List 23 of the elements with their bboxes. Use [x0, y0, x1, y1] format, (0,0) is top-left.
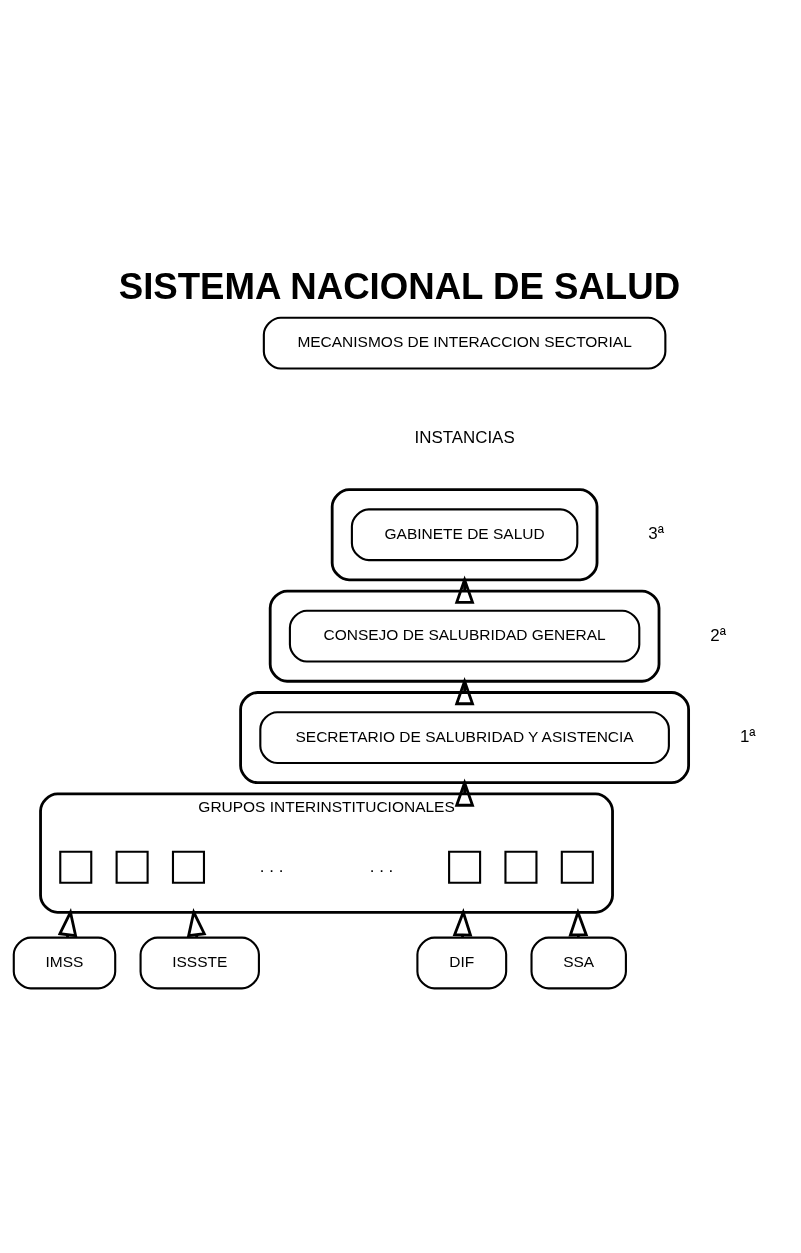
node-box: GABINETE DE SALUD	[350, 507, 579, 561]
cluster	[330, 487, 599, 581]
node-box	[504, 850, 538, 884]
label: . . .	[259, 856, 284, 876]
node-box	[560, 850, 594, 884]
node-box: SECRETARIO DE SALUBRIDAD Y ASISTENCIA	[259, 710, 670, 764]
label: 3ª	[648, 523, 665, 543]
label: . . .	[369, 856, 394, 876]
node-box: CONSEJO DE SALUBRIDAD GENERAL	[288, 609, 641, 663]
label: 1ª	[739, 726, 756, 746]
arrow	[454, 676, 475, 705]
arrow	[454, 777, 475, 807]
node-box	[59, 850, 93, 884]
cluster	[239, 690, 690, 784]
node-box	[171, 850, 206, 884]
node-box	[448, 850, 482, 884]
cluster	[268, 589, 661, 683]
arrow	[454, 575, 475, 604]
node-box: MECANISMOS DE INTERACCION SECTORIAL	[262, 316, 667, 370]
label: INSTANCIAS	[414, 427, 515, 447]
label: 2ª	[710, 625, 727, 645]
node-box	[115, 850, 149, 884]
diagram-title: SISTEMA NACIONAL DE SALUD	[118, 265, 681, 307]
